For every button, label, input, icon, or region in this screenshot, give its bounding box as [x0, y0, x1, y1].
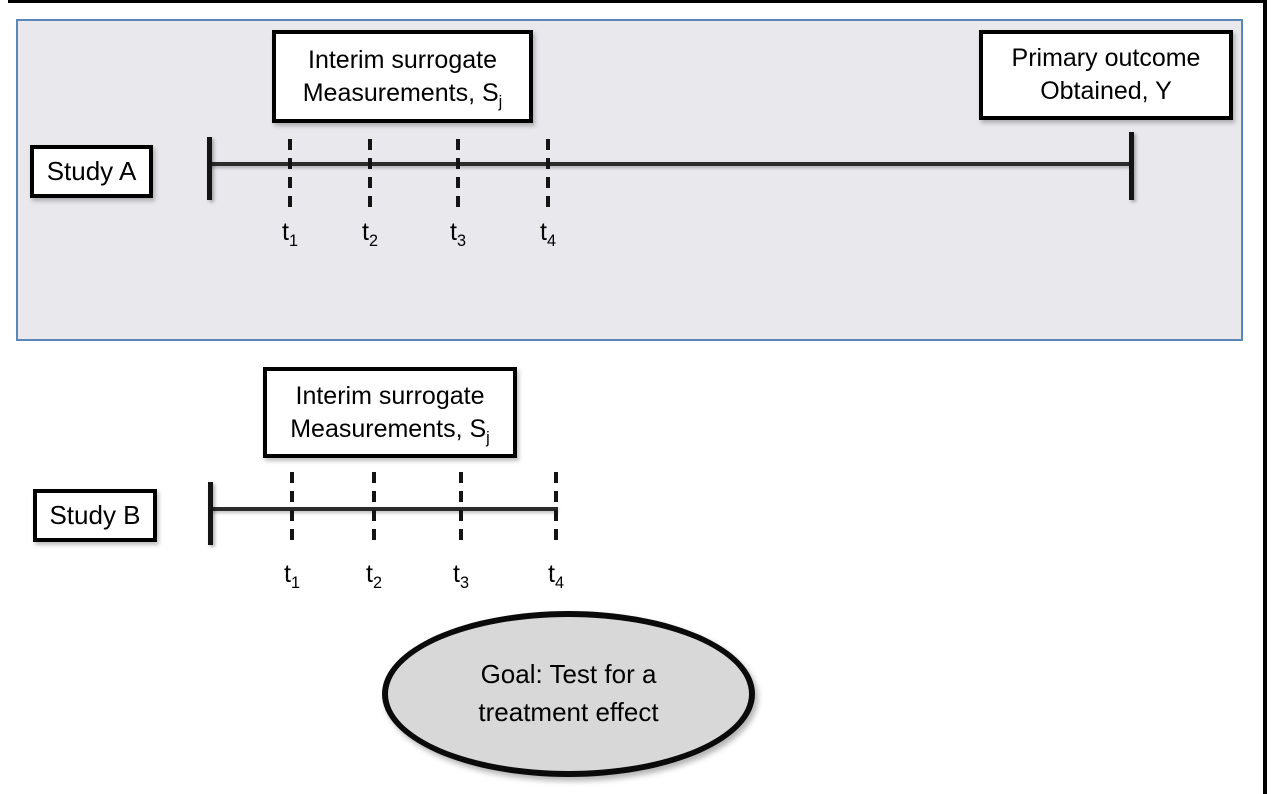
- study-a-tick-label-t1: t1: [282, 218, 298, 250]
- primary-box-line1: Primary outcome: [1011, 44, 1201, 72]
- study-b-label-box: Study B: [33, 489, 157, 542]
- study-a-label-box: Study A: [30, 145, 153, 198]
- goal-ellipse: Goal: Test for a treatment effect: [382, 611, 755, 777]
- interim-box-line2: Measurements, Sj: [302, 78, 503, 111]
- subscript-j: j: [498, 92, 503, 111]
- study-a-label: Study A: [46, 156, 137, 187]
- interim-box-line1: Interim surrogate: [308, 45, 497, 74]
- study-b-interim-surrogate-box: Interim surrogate Measurements, Sj: [263, 367, 517, 458]
- interim-box-line1: Interim surrogate: [295, 381, 485, 410]
- study-a-tick-label-t4: t4: [540, 218, 556, 250]
- study-b-dashed-tick-t2: [372, 472, 376, 547]
- study-a-dashed-tick-t1: [288, 139, 292, 207]
- figure-border-right: [1263, 0, 1267, 794]
- study-a-dashed-tick-t2: [368, 139, 372, 207]
- study-b-tick-label-t2: t2: [366, 560, 382, 592]
- goal-line2: treatment effect: [478, 697, 659, 727]
- study-b-timeline-line: [210, 507, 558, 511]
- primary-box-line2: Obtained, Y: [1040, 77, 1172, 105]
- study-a-dashed-tick-t3: [456, 139, 460, 207]
- study-b-label: Study B: [49, 500, 141, 531]
- study-b-dashed-tick-t3: [459, 472, 463, 547]
- study-a-tick-label-t3: t3: [450, 218, 466, 250]
- figure-border-top: [8, 0, 1267, 3]
- study-a-primary-outcome-box: Primary outcome Obtained, Y: [979, 30, 1233, 120]
- subscript-j: j: [486, 428, 490, 447]
- study-b-tick-label-t3: t3: [453, 560, 469, 592]
- study-b-dashed-tick-t4: [554, 472, 558, 547]
- study-b-dashed-tick-t1: [290, 472, 294, 547]
- study-b-timeline-start-tick: [208, 482, 213, 545]
- study-b-tick-label-t4: t4: [548, 560, 564, 592]
- interim-box-line2: Measurements, Sj: [290, 414, 490, 447]
- study-b-tick-label-t1: t1: [284, 560, 300, 592]
- study-a-interim-surrogate-box: Interim surrogate Measurements, Sj: [272, 30, 533, 123]
- goal-line1: Goal: Test for a: [480, 659, 657, 690]
- study-a-timeline-end-tick: [1129, 132, 1134, 200]
- study-a-timeline-start-tick: [207, 137, 212, 200]
- study-a-dashed-tick-t4: [546, 139, 550, 207]
- study-a-tick-label-t2: t2: [362, 218, 378, 250]
- study-a-timeline-line: [209, 162, 1132, 166]
